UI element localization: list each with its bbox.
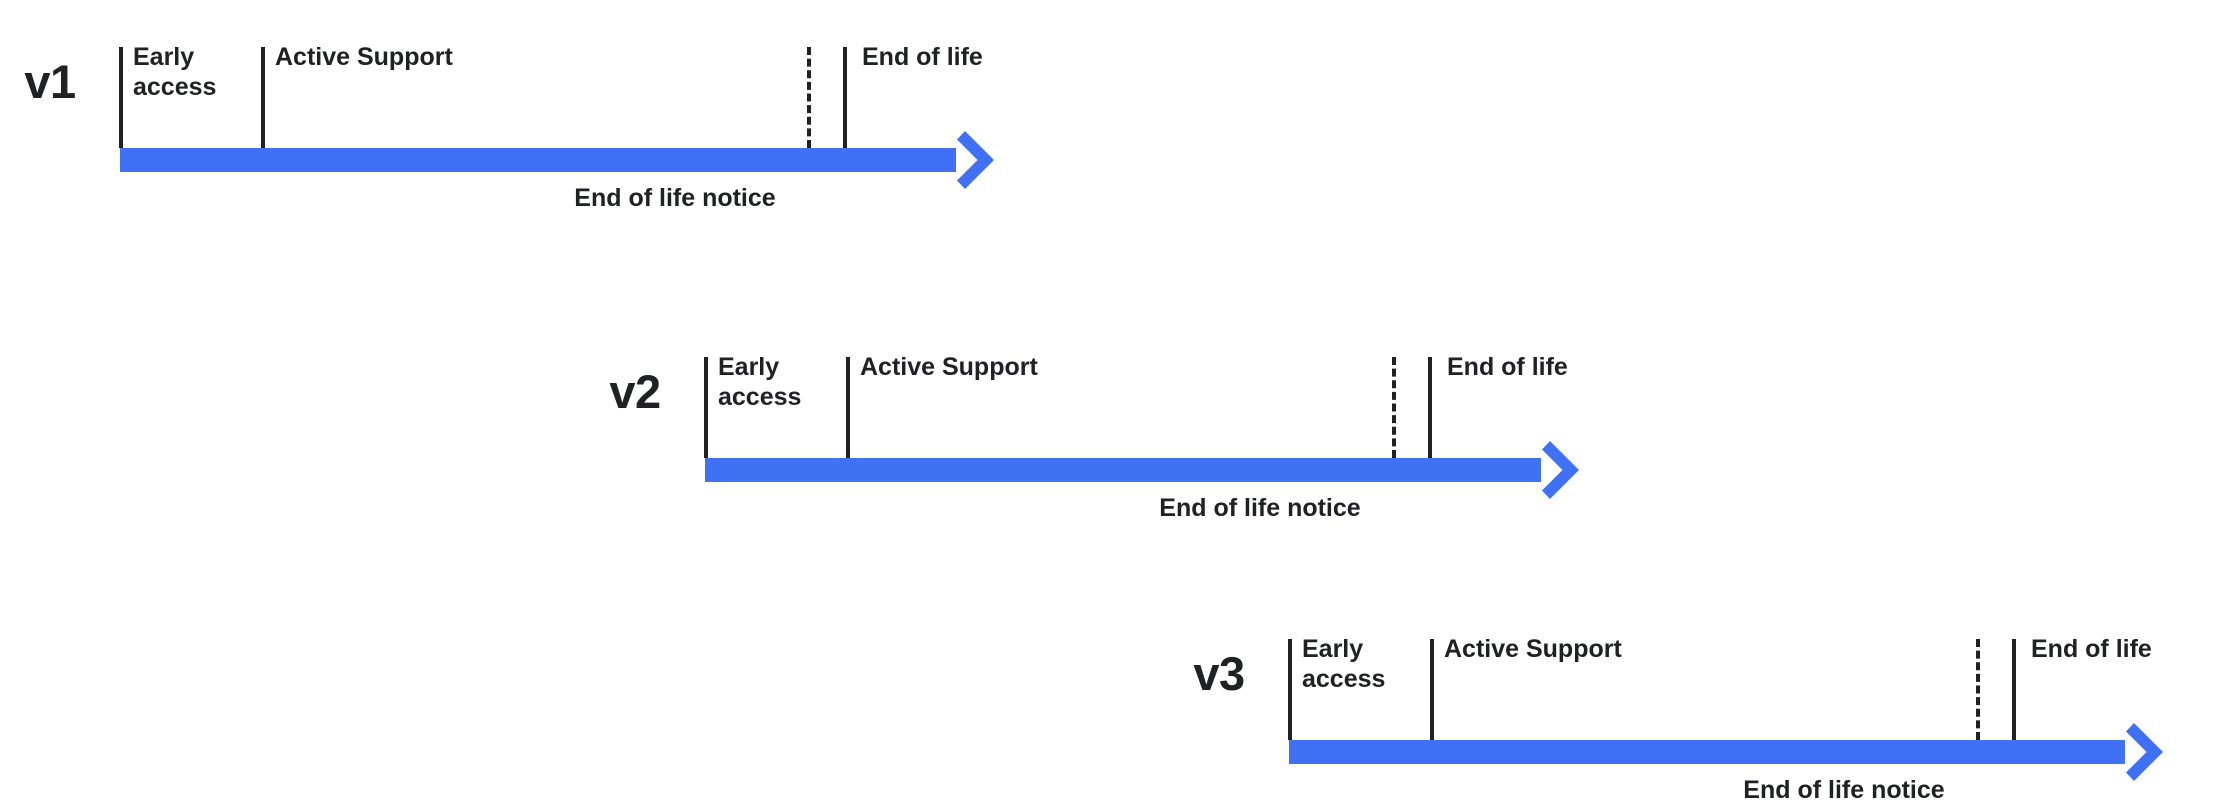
timeline-track-v3: Early access Active Support End of life …: [1269, 606, 2199, 806]
tick-early-access-start: [704, 357, 708, 458]
notice-label-end-of-life: End of life notice: [1159, 494, 1361, 522]
phase-label-active-support: Active Support: [1444, 635, 1622, 663]
phase-label-early-access: Early access: [718, 353, 802, 411]
tick-end-of-life-start: [2012, 639, 2016, 740]
tick-end-of-life-notice-dashed: [807, 47, 811, 148]
lifecycle-bar: [120, 148, 956, 172]
timeline-track-v1: Early access Active Support End of life …: [100, 14, 1030, 214]
timeline-track-v2: Early access Active Support End of life …: [685, 324, 1615, 524]
tick-active-support-start: [1430, 639, 1434, 740]
notice-label-end-of-life: End of life notice: [574, 184, 776, 212]
lifecycle-bar: [705, 458, 1541, 482]
phase-label-end-of-life: End of life: [2031, 635, 2152, 663]
tick-early-access-start: [119, 47, 123, 148]
timeline-row-v2: v2 Early access Active Support End of li…: [599, 324, 1659, 524]
tick-early-access-start: [1288, 639, 1292, 740]
lifecycle-bar: [1289, 740, 2125, 764]
timeline-row-v1: v1 Early access Active Support End of li…: [14, 14, 1074, 214]
version-label-v3: v3: [1193, 647, 1245, 700]
tick-end-of-life-start: [1428, 357, 1432, 458]
phase-label-end-of-life: End of life: [1447, 353, 1568, 381]
phase-label-active-support: Active Support: [860, 353, 1038, 381]
version-label-v1: v1: [24, 55, 76, 108]
phase-label-early-access: Early access: [133, 43, 217, 101]
tick-end-of-life-notice-dashed: [1976, 639, 1980, 740]
notice-label-end-of-life: End of life notice: [1743, 776, 1945, 804]
tick-active-support-start: [846, 357, 850, 458]
tick-end-of-life-notice-dashed: [1392, 357, 1396, 458]
tick-end-of-life-start: [843, 47, 847, 148]
timeline-row-v3: v3 Early access Active Support End of li…: [1183, 606, 2228, 806]
version-label-v2: v2: [609, 365, 661, 418]
phase-label-end-of-life: End of life: [862, 43, 983, 71]
phase-label-active-support: Active Support: [275, 43, 453, 71]
phase-label-early-access: Early access: [1302, 635, 1386, 693]
tick-active-support-start: [261, 47, 265, 148]
